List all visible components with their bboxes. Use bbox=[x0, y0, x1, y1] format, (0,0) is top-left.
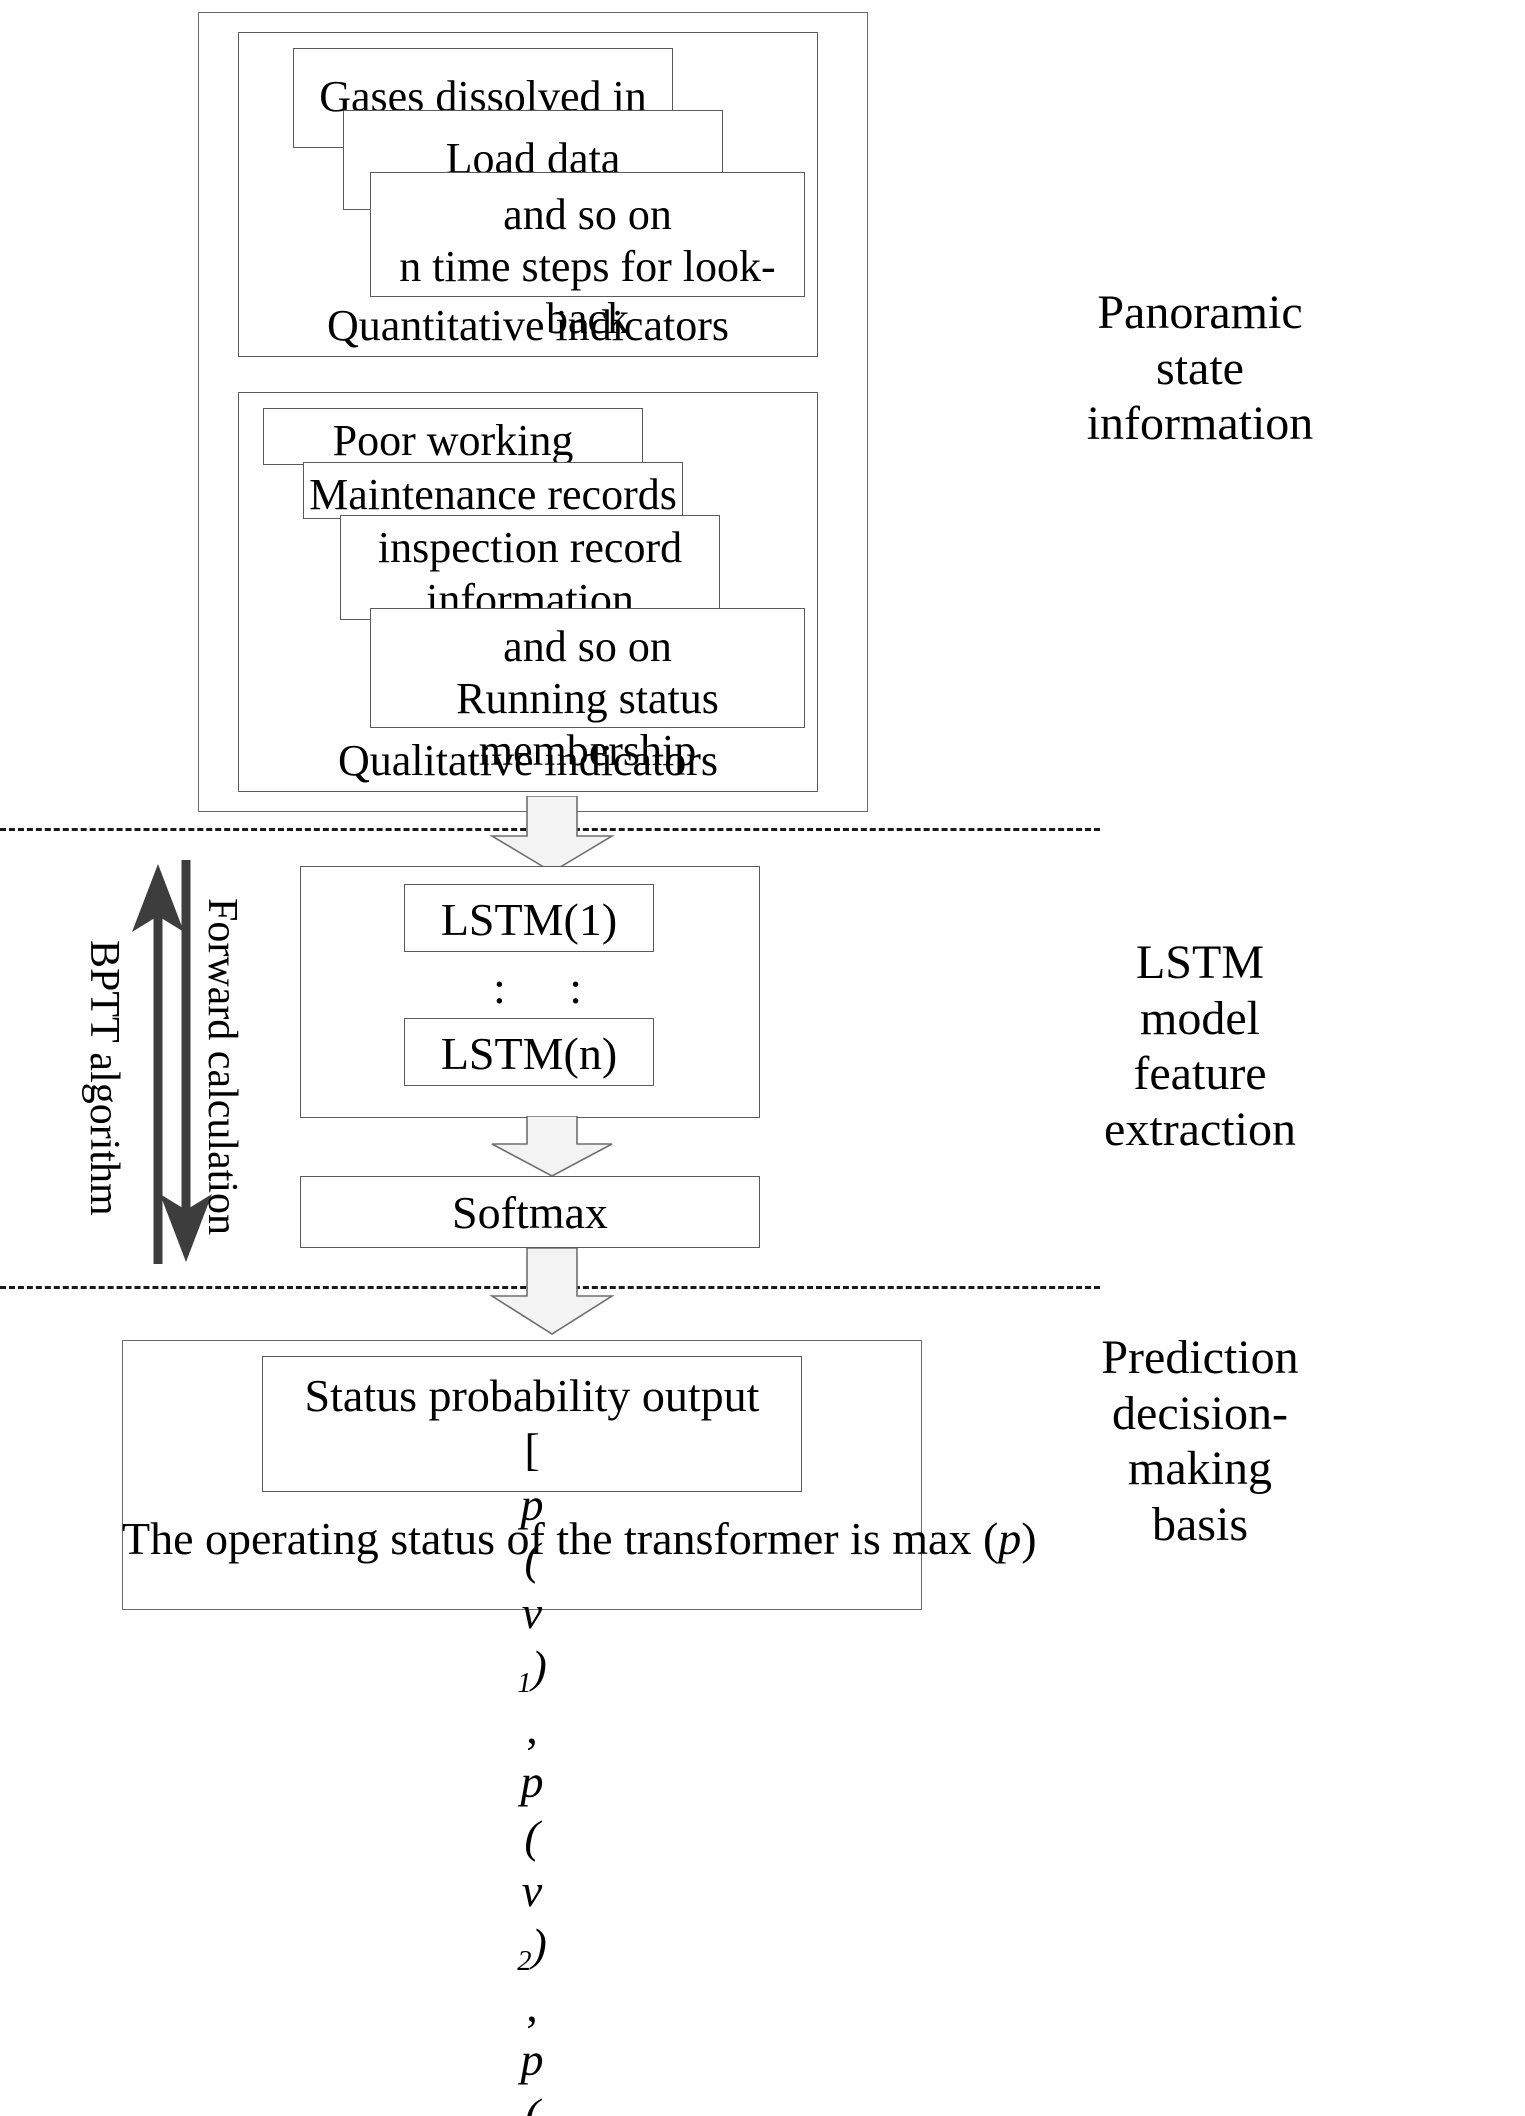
card-line: inspection record bbox=[377, 523, 683, 572]
comma-2: , bbox=[526, 1980, 538, 2032]
lstm-cell-1[interactable]: LSTM(1) bbox=[404, 884, 654, 952]
card-inspection-record-information[interactable]: inspection record information bbox=[340, 515, 720, 624]
section-label-line: state bbox=[1156, 341, 1244, 395]
card-and-so-on-running-status[interactable]: and so on Running status membership bbox=[370, 608, 805, 775]
lstm-cell-n[interactable]: LSTM(n) bbox=[404, 1018, 654, 1086]
conclusion-suffix: ) bbox=[1021, 1513, 1037, 1564]
lstm-ellipsis: : : bbox=[493, 965, 608, 1011]
section-label-line: decision- bbox=[1112, 1386, 1288, 1440]
section-label-line: feature bbox=[1133, 1047, 1267, 1101]
card-poor-working-condition[interactable]: Poor working condition bbox=[263, 408, 643, 517]
bptt-arrow-up bbox=[132, 864, 184, 1264]
status-probability-output-vector: [ p(v1), p(v2), p(v3), p(v4) ] bbox=[517, 1423, 547, 2116]
arrow-panoramic-to-lstm bbox=[489, 796, 615, 873]
section-label-line: LSTM bbox=[1135, 936, 1264, 989]
card-line: and so on bbox=[503, 190, 672, 239]
section-label-line: information bbox=[1086, 397, 1314, 451]
arrow-softmax-to-prediction bbox=[489, 1248, 615, 1335]
conclusion-variable: p bbox=[998, 1513, 1022, 1564]
card-maintenance-records[interactable]: Maintenance records bbox=[303, 462, 683, 519]
card-line: Maintenance records bbox=[309, 470, 677, 519]
status-probability-output-title: Status probability output bbox=[304, 1370, 760, 1421]
card-line: and so on bbox=[503, 622, 672, 671]
section-label-line: model bbox=[1140, 991, 1260, 1045]
section-label-line: Panoramic bbox=[1097, 286, 1303, 339]
arrow-lstm-to-softmax bbox=[491, 1116, 613, 1177]
forward-calculation-arrow-down bbox=[160, 860, 212, 1262]
softmax-label: Softmax bbox=[452, 1187, 608, 1238]
probability-term-3: p(v3) bbox=[520, 2034, 544, 2116]
lstm-cell-label: LSTM(1) bbox=[440, 894, 618, 945]
card-line: Running status membership bbox=[456, 673, 719, 775]
section-label-panoramic: Panoramic state information bbox=[900, 285, 1500, 452]
bracket-open: [ bbox=[524, 1424, 540, 1476]
section-label-line: making bbox=[1128, 1442, 1272, 1496]
section-label-line: extraction bbox=[1104, 1103, 1296, 1157]
bptt-algorithm-label: BPTT algorithm bbox=[81, 940, 127, 1216]
section-label-prediction: Prediction decision- making basis bbox=[900, 1330, 1500, 1553]
comma-1: , bbox=[526, 1702, 538, 1754]
section-label-line: basis bbox=[1152, 1498, 1248, 1552]
section-label-line: Prediction bbox=[1101, 1331, 1299, 1384]
section-label-lstm: LSTM model feature extraction bbox=[900, 935, 1500, 1158]
quantitative-indicators-caption: Quantitative indicators bbox=[327, 301, 729, 350]
forward-calculation-label: Forward calculation bbox=[199, 898, 245, 1236]
conclusion-prefix: The operating status of the transformer … bbox=[122, 1513, 999, 1564]
lstm-cell-label: LSTM(n) bbox=[440, 1028, 618, 1079]
qualitative-indicators-caption: Qualitative indicators bbox=[338, 736, 718, 785]
lstm-ellipsis-glyph: : : bbox=[493, 962, 609, 1013]
softmax-box[interactable]: Softmax bbox=[300, 1176, 760, 1248]
card-and-so-on-lookback[interactable]: and so on n time steps for look-back bbox=[370, 172, 805, 343]
card-line: n time steps for look-back bbox=[399, 241, 776, 343]
prediction-conclusion-text: The operating status of the transformer … bbox=[122, 1512, 1037, 1565]
